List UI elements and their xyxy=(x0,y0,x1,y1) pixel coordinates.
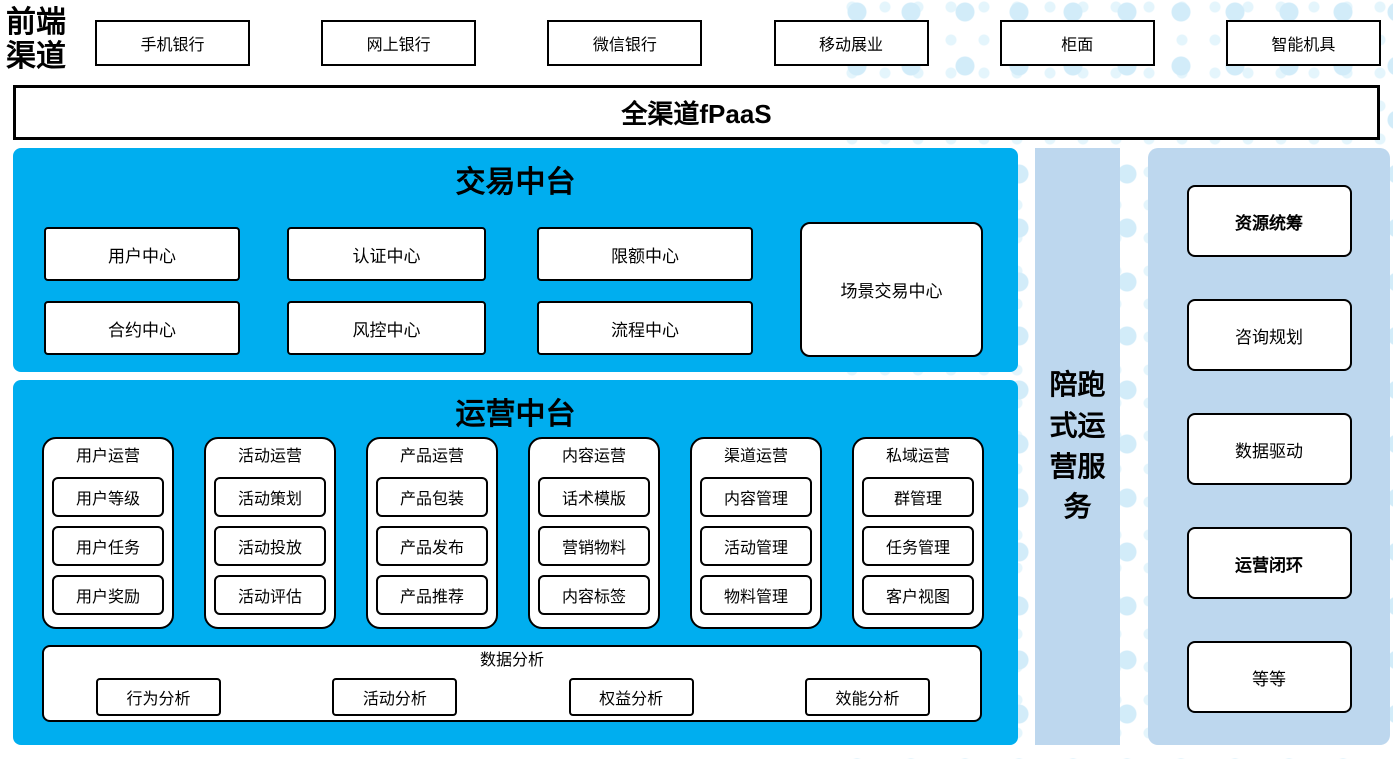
trade-platform-panel: 交易中台 用户中心 认证中心 限额中心 合约中心 风控中心 流程中心 场景交易中… xyxy=(13,148,1018,372)
service-box-data-driven: 数据驱动 xyxy=(1186,413,1352,485)
channel-box-wechat-banking: 微信银行 xyxy=(547,20,703,66)
ops-card-title: 渠道运营 xyxy=(723,448,788,465)
channel-box-mobile-banking: 手机银行 xyxy=(95,20,250,66)
center-box-user: 用户中心 xyxy=(44,227,240,281)
ops-platform-title: 运营中台 xyxy=(455,398,576,431)
ops-card-title: 内容运营 xyxy=(561,448,626,465)
center-box-scene-trade: 场景交易中心 xyxy=(800,222,983,357)
ops-item: 任务管理 xyxy=(862,526,974,566)
ops-item: 活动评估 xyxy=(214,575,326,615)
ops-item: 内容标签 xyxy=(538,575,650,615)
ops-item: 内容管理 xyxy=(700,477,812,517)
ops-card-title: 活动运营 xyxy=(237,448,302,465)
analysis-item-behavior: 行为分析 xyxy=(96,678,221,716)
ops-item: 用户等级 xyxy=(52,477,164,517)
data-analysis-title: 数据分析 xyxy=(479,652,544,669)
analysis-item-activity: 活动分析 xyxy=(332,678,458,716)
service-box-ops-loop: 运营闭环 xyxy=(1186,527,1352,599)
ops-card-activity: 活动运营 活动策划 活动投放 活动评估 xyxy=(204,437,336,629)
trade-platform-title: 交易中台 xyxy=(455,166,576,199)
ops-item: 话术模版 xyxy=(538,477,650,517)
front-channels-row: 手机银行 网上银行 微信银行 移动展业 柜面 智能机具 xyxy=(95,20,1381,66)
service-box-resource-planning: 资源统筹 xyxy=(1186,185,1352,257)
ops-card-title: 产品运营 xyxy=(399,448,464,465)
ops-item: 用户奖励 xyxy=(52,575,164,615)
ops-item: 用户任务 xyxy=(52,526,164,566)
ops-card-title: 私域运营 xyxy=(885,448,950,465)
companion-ops-service-bar: 陪跑式运营服务 xyxy=(1035,148,1120,745)
ops-item: 活动策划 xyxy=(214,477,326,517)
ops-card-user: 用户运营 用户等级 用户任务 用户奖励 xyxy=(42,437,174,629)
omnichannel-fpaas-bar: 全渠道fPaaS xyxy=(13,85,1380,140)
center-box-risk: 风控中心 xyxy=(287,301,486,355)
ops-item: 营销物料 xyxy=(538,526,650,566)
ops-item: 客户视图 xyxy=(862,575,974,615)
companion-ops-service-label: 陪跑式运营服务 xyxy=(1049,369,1106,523)
ops-card-title: 用户运营 xyxy=(75,448,140,465)
ops-card-content: 内容运营 话术模版 营销物料 内容标签 xyxy=(528,437,660,629)
ops-item: 群管理 xyxy=(862,477,974,517)
service-box-consulting: 咨询规划 xyxy=(1186,299,1352,371)
ops-card-product: 产品运营 产品包装 产品发布 产品推荐 xyxy=(366,437,498,629)
analysis-item-benefit: 权益分析 xyxy=(568,678,694,716)
analysis-item-efficiency: 效能分析 xyxy=(804,678,930,716)
channel-box-smart-devices: 智能机具 xyxy=(1225,20,1381,66)
data-analysis-row: 行为分析 活动分析 权益分析 效能分析 xyxy=(44,671,980,716)
ops-item: 活动管理 xyxy=(700,526,812,566)
ops-item: 产品推荐 xyxy=(376,575,488,615)
service-box-etc: 等等 xyxy=(1186,641,1352,713)
ops-item: 产品发布 xyxy=(376,526,488,566)
right-service-panel: 资源统筹 咨询规划 数据驱动 运营闭环 等等 xyxy=(1148,148,1390,745)
front-channels-label: 前端渠道 xyxy=(6,6,66,73)
ops-item: 产品包装 xyxy=(376,477,488,517)
center-box-limit: 限额中心 xyxy=(537,227,753,281)
data-analysis-box: 数据分析 行为分析 活动分析 权益分析 效能分析 xyxy=(42,645,982,722)
channel-box-mobile-sales: 移动展业 xyxy=(773,20,929,66)
center-box-contract: 合约中心 xyxy=(44,301,240,355)
ops-columns-row: 用户运营 用户等级 用户任务 用户奖励 活动运营 活动策划 活动投放 活动评估 … xyxy=(42,437,984,629)
ops-item: 物料管理 xyxy=(700,575,812,615)
channel-box-online-banking: 网上银行 xyxy=(321,20,477,66)
ops-item: 活动投放 xyxy=(214,526,326,566)
ops-card-channel: 渠道运营 内容管理 活动管理 物料管理 xyxy=(690,437,822,629)
ops-card-private-domain: 私域运营 群管理 任务管理 客户视图 xyxy=(852,437,984,629)
center-box-auth: 认证中心 xyxy=(287,227,486,281)
center-box-process: 流程中心 xyxy=(537,301,753,355)
ops-platform-panel: 运营中台 用户运营 用户等级 用户任务 用户奖励 活动运营 活动策划 活动投放 … xyxy=(13,380,1018,745)
channel-box-counter: 柜面 xyxy=(999,20,1155,66)
